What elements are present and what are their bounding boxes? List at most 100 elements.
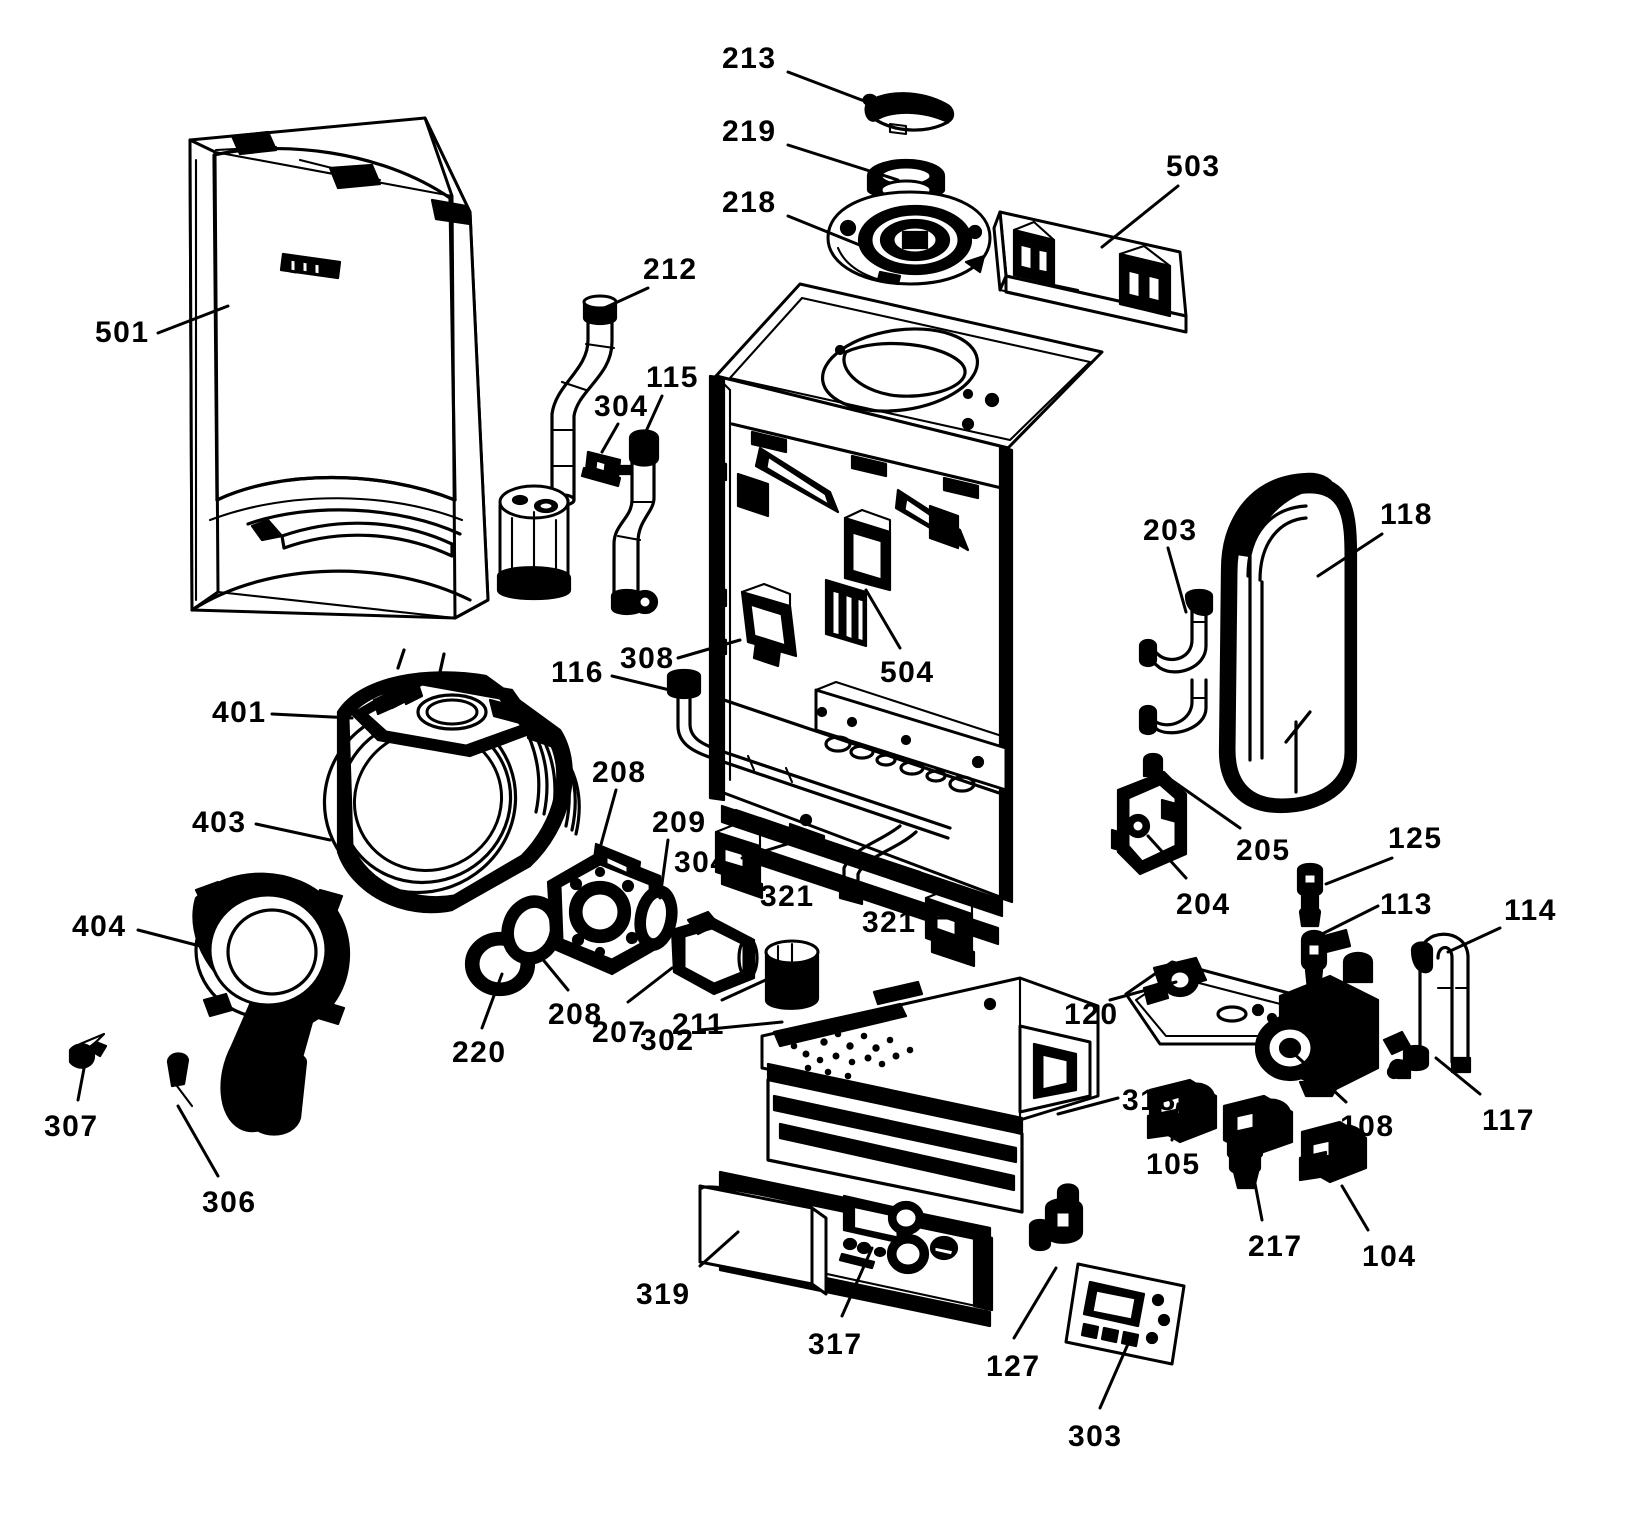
callout-label-304-upper: 304 xyxy=(594,390,649,423)
part-404-siphon xyxy=(192,872,351,1136)
leader-line-212 xyxy=(598,286,650,312)
part-207-pump-body xyxy=(546,842,678,976)
callout-label-306: 306 xyxy=(202,1186,257,1219)
callout-label-204: 204 xyxy=(1176,888,1231,921)
leader-line-120 xyxy=(1108,980,1178,1002)
callout-label-321-mid: 321 xyxy=(862,906,917,939)
leader-line-108 xyxy=(1286,1046,1348,1104)
callout-label-127: 127 xyxy=(986,1350,1041,1383)
leader-line-321-left xyxy=(728,836,758,874)
part-115-pipe xyxy=(610,429,660,616)
callout-label-317: 317 xyxy=(808,1328,863,1361)
leader-line-306 xyxy=(176,1104,220,1178)
callout-label-504: 504 xyxy=(880,656,935,689)
callout-label-219: 219 xyxy=(722,115,777,148)
callout-label-401: 401 xyxy=(212,696,267,729)
part-214-air-separator xyxy=(496,484,572,601)
callout-label-217: 217 xyxy=(1248,1230,1303,1263)
part-218-fan-housing xyxy=(826,190,992,286)
leader-line-116 xyxy=(610,674,680,694)
callout-label-212: 212 xyxy=(643,253,698,286)
callout-label-211: 211 xyxy=(672,1008,725,1041)
leader-line-318 xyxy=(1056,1096,1120,1116)
part-105-sensor xyxy=(1146,1078,1218,1144)
part-211-pump-nozzle xyxy=(670,910,820,1010)
callout-leader-lines xyxy=(76,70,1502,1410)
leader-line-127 xyxy=(1012,1266,1058,1340)
callout-label-203: 203 xyxy=(1143,514,1198,547)
part-319-panel-cover xyxy=(698,1184,828,1296)
callout-label-318: 318 xyxy=(1122,1084,1177,1117)
leader-line-117 xyxy=(1434,1056,1482,1096)
callout-label-105: 105 xyxy=(1146,1148,1201,1181)
leader-line-501 xyxy=(156,304,230,335)
leader-line-211 xyxy=(720,976,772,1002)
callout-label-503: 503 xyxy=(1166,150,1221,183)
callout-label-208-lower: 208 xyxy=(548,998,603,1031)
callout-label-125: 125 xyxy=(1388,822,1443,855)
leader-line-205 xyxy=(1158,770,1242,830)
callout-label-319: 319 xyxy=(636,1278,691,1311)
callout-label-108: 108 xyxy=(1340,1110,1395,1143)
callout-label-220: 220 xyxy=(452,1036,507,1069)
part-113-fitting xyxy=(1300,928,1352,992)
part-127-pressure-switch xyxy=(1028,1183,1084,1252)
leader-line-317 xyxy=(840,1246,874,1318)
callout-label-114: 114 xyxy=(1504,894,1557,927)
callout-label-403: 403 xyxy=(192,806,247,839)
part-501-front-casing xyxy=(188,116,490,620)
callout-label-213: 213 xyxy=(722,42,777,75)
callout-label-115: 115 xyxy=(646,361,699,394)
part-303-control-board xyxy=(1064,1262,1186,1366)
part-307-screw xyxy=(68,1032,108,1069)
callout-label-113: 113 xyxy=(1380,888,1433,921)
leader-line-218 xyxy=(786,214,874,252)
callout-label-116: 116 xyxy=(551,656,604,689)
callout-label-120: 120 xyxy=(1064,998,1119,1031)
leader-line-208-lower xyxy=(538,954,570,992)
leader-line-217 xyxy=(1250,1166,1264,1222)
leader-line-209 xyxy=(658,838,670,900)
callout-label-118: 118 xyxy=(1380,498,1433,531)
part-403-heat-exchanger xyxy=(322,648,581,997)
part-125-fitting xyxy=(1296,862,1324,928)
callout-label-302: 302 xyxy=(640,1024,695,1057)
leader-line-208-upper xyxy=(598,788,618,850)
leader-line-104 xyxy=(1340,1184,1370,1232)
leader-line-220 xyxy=(480,972,504,1030)
callout-label-501: 501 xyxy=(95,316,150,349)
callout-label-209: 209 xyxy=(652,806,707,839)
callout-label-307: 307 xyxy=(44,1110,99,1143)
leader-line-125 xyxy=(1324,856,1394,886)
part-503-mounting-bracket xyxy=(992,210,1188,334)
leader-line-219 xyxy=(786,143,900,182)
part-304-clamp-upper xyxy=(580,450,622,488)
part-321-clamp-left xyxy=(714,822,764,900)
leader-line-114 xyxy=(1446,926,1502,954)
leader-line-304-lower xyxy=(740,838,802,860)
leader-line-307 xyxy=(76,1056,88,1102)
part-213-retaining-clip xyxy=(862,92,955,136)
leader-line-303 xyxy=(1098,1342,1130,1410)
part-203-hoses xyxy=(1138,588,1214,736)
leader-line-213 xyxy=(786,70,890,112)
part-304-clamp-lower xyxy=(788,813,826,854)
callout-label-205: 205 xyxy=(1236,834,1291,867)
part-302-318-backplate xyxy=(760,976,1100,1214)
part-204-valve xyxy=(1110,752,1188,876)
leader-line-404 xyxy=(136,928,202,948)
part-108-gas-valve xyxy=(1254,951,1412,1098)
leader-line-503 xyxy=(1100,184,1180,249)
part-217-valve xyxy=(1222,1094,1294,1190)
leader-line-302 xyxy=(698,1020,784,1032)
callout-label-218: 218 xyxy=(722,186,777,219)
part-104-sensor xyxy=(1298,1120,1368,1184)
leader-line-115 xyxy=(641,394,664,440)
callout-label-104: 104 xyxy=(1362,1240,1417,1273)
leader-line-207 xyxy=(626,966,674,1004)
leader-line-113 xyxy=(1316,904,1380,938)
leader-line-504 xyxy=(864,588,902,650)
callout-label-404: 404 xyxy=(72,910,127,943)
leader-line-203 xyxy=(1166,546,1188,614)
